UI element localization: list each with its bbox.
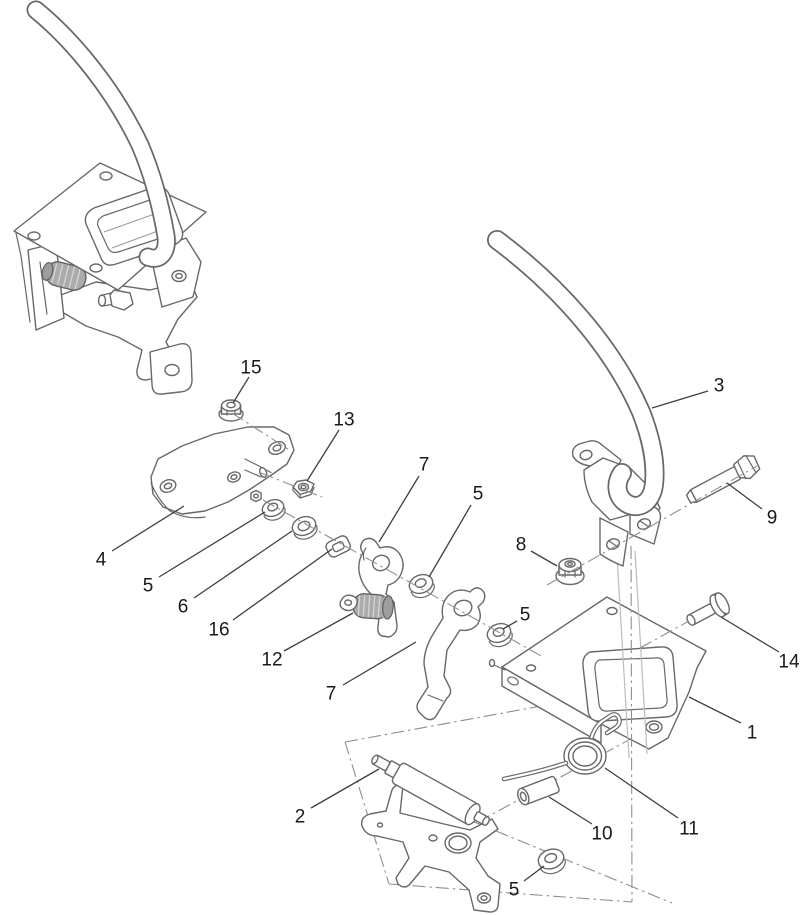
leader-line-part-5 [502, 620, 518, 630]
part-12-spring [339, 593, 394, 620]
callout-label-part-14: 14 [778, 652, 800, 673]
leader-line-part-9 [726, 482, 763, 510]
part-3-handle-tube [487, 230, 665, 516]
leader-line-part-7 [378, 475, 420, 543]
callout-label-part-11: 11 [679, 819, 699, 840]
part-14-shoulder-pin [686, 592, 731, 626]
leader-line-part-13 [306, 429, 340, 482]
part-13-hex-nut [292, 479, 315, 499]
part-7-lever-arm-upper [358, 537, 404, 638]
part-2-rod [371, 754, 490, 826]
part-3-hidden-shaft [616, 550, 648, 759]
leader-line-part-14 [720, 616, 780, 653]
part-10-spacer-tube [517, 775, 560, 806]
part-5-flange-bushing-a [261, 498, 286, 521]
callout-label-part-7: 7 [326, 684, 337, 705]
callout-label-part-15: 15 [240, 358, 261, 379]
part-16-retainer-clip [325, 535, 352, 558]
leader-line-part-10 [548, 796, 593, 825]
leader-line-part-5 [158, 511, 266, 578]
callout-label-part-12: 12 [261, 650, 282, 671]
leader-line-part-11 [604, 767, 679, 819]
callout-label-part-5: 5 [143, 576, 154, 597]
ghost-plane-outline [344, 692, 673, 904]
leader-line-part-12 [283, 612, 354, 652]
part-4-pivot-bracket-plate [150, 426, 295, 519]
part-1-mounting-plate [488, 596, 707, 750]
callout-label-part-6: 6 [178, 597, 189, 618]
leader-line-part-7 [342, 641, 417, 686]
leader-line-part-16 [232, 548, 333, 621]
part-11-torsion-spring [501, 712, 622, 782]
callout-label-part-5: 5 [509, 880, 520, 901]
assembly-center-lines [231, 412, 758, 903]
callout-label-part-16: 16 [208, 620, 229, 641]
part-9-hex-bolt [685, 455, 761, 504]
assembled-spring [41, 261, 87, 291]
assembled-view [13, 0, 207, 395]
callout-label-part-4: 4 [96, 550, 107, 571]
leader-line-part-1 [688, 696, 742, 724]
callout-label-part-9: 9 [767, 508, 778, 529]
part-5-flange-bushing-c [486, 622, 513, 648]
part-2-rod-and-bracket [360, 754, 501, 913]
leader-line-part-8 [530, 550, 558, 567]
callout-label-part-2: 2 [295, 807, 306, 828]
leader-line-part-4 [111, 505, 185, 552]
callout-label-part-10: 10 [591, 824, 612, 845]
leader-line-part-15 [232, 376, 250, 404]
part-7-lever-arm-lower [416, 587, 486, 721]
part-6-washer [291, 515, 318, 540]
assembled-bolt-nut [97, 289, 134, 311]
callout-label-part-3: 3 [714, 376, 725, 397]
leader-line-part-5 [523, 865, 545, 882]
assembled-lower-bracket [15, 232, 202, 395]
part-15-flange-nut [218, 399, 244, 422]
part-5-flange-bushing-d [537, 848, 566, 875]
leader-line-part-6 [193, 530, 293, 599]
leader-line-part-3 [651, 390, 709, 409]
assembled-handle-tube [26, 0, 176, 268]
callout-label-part-5: 5 [520, 605, 531, 626]
callout-label-part-8: 8 [516, 535, 527, 556]
part-5-flange-bushing-b [408, 573, 435, 599]
callout-label-part-13: 13 [333, 410, 354, 431]
callout-label-part-1: 1 [747, 723, 758, 744]
part-2-bracket [360, 784, 501, 913]
leader-line-part-2 [310, 768, 380, 809]
callout-label-part-7: 7 [419, 455, 430, 476]
part-3-control-lever [487, 230, 665, 759]
callout-label-part-5: 5 [473, 484, 484, 505]
leader-line-part-5 [428, 504, 472, 578]
